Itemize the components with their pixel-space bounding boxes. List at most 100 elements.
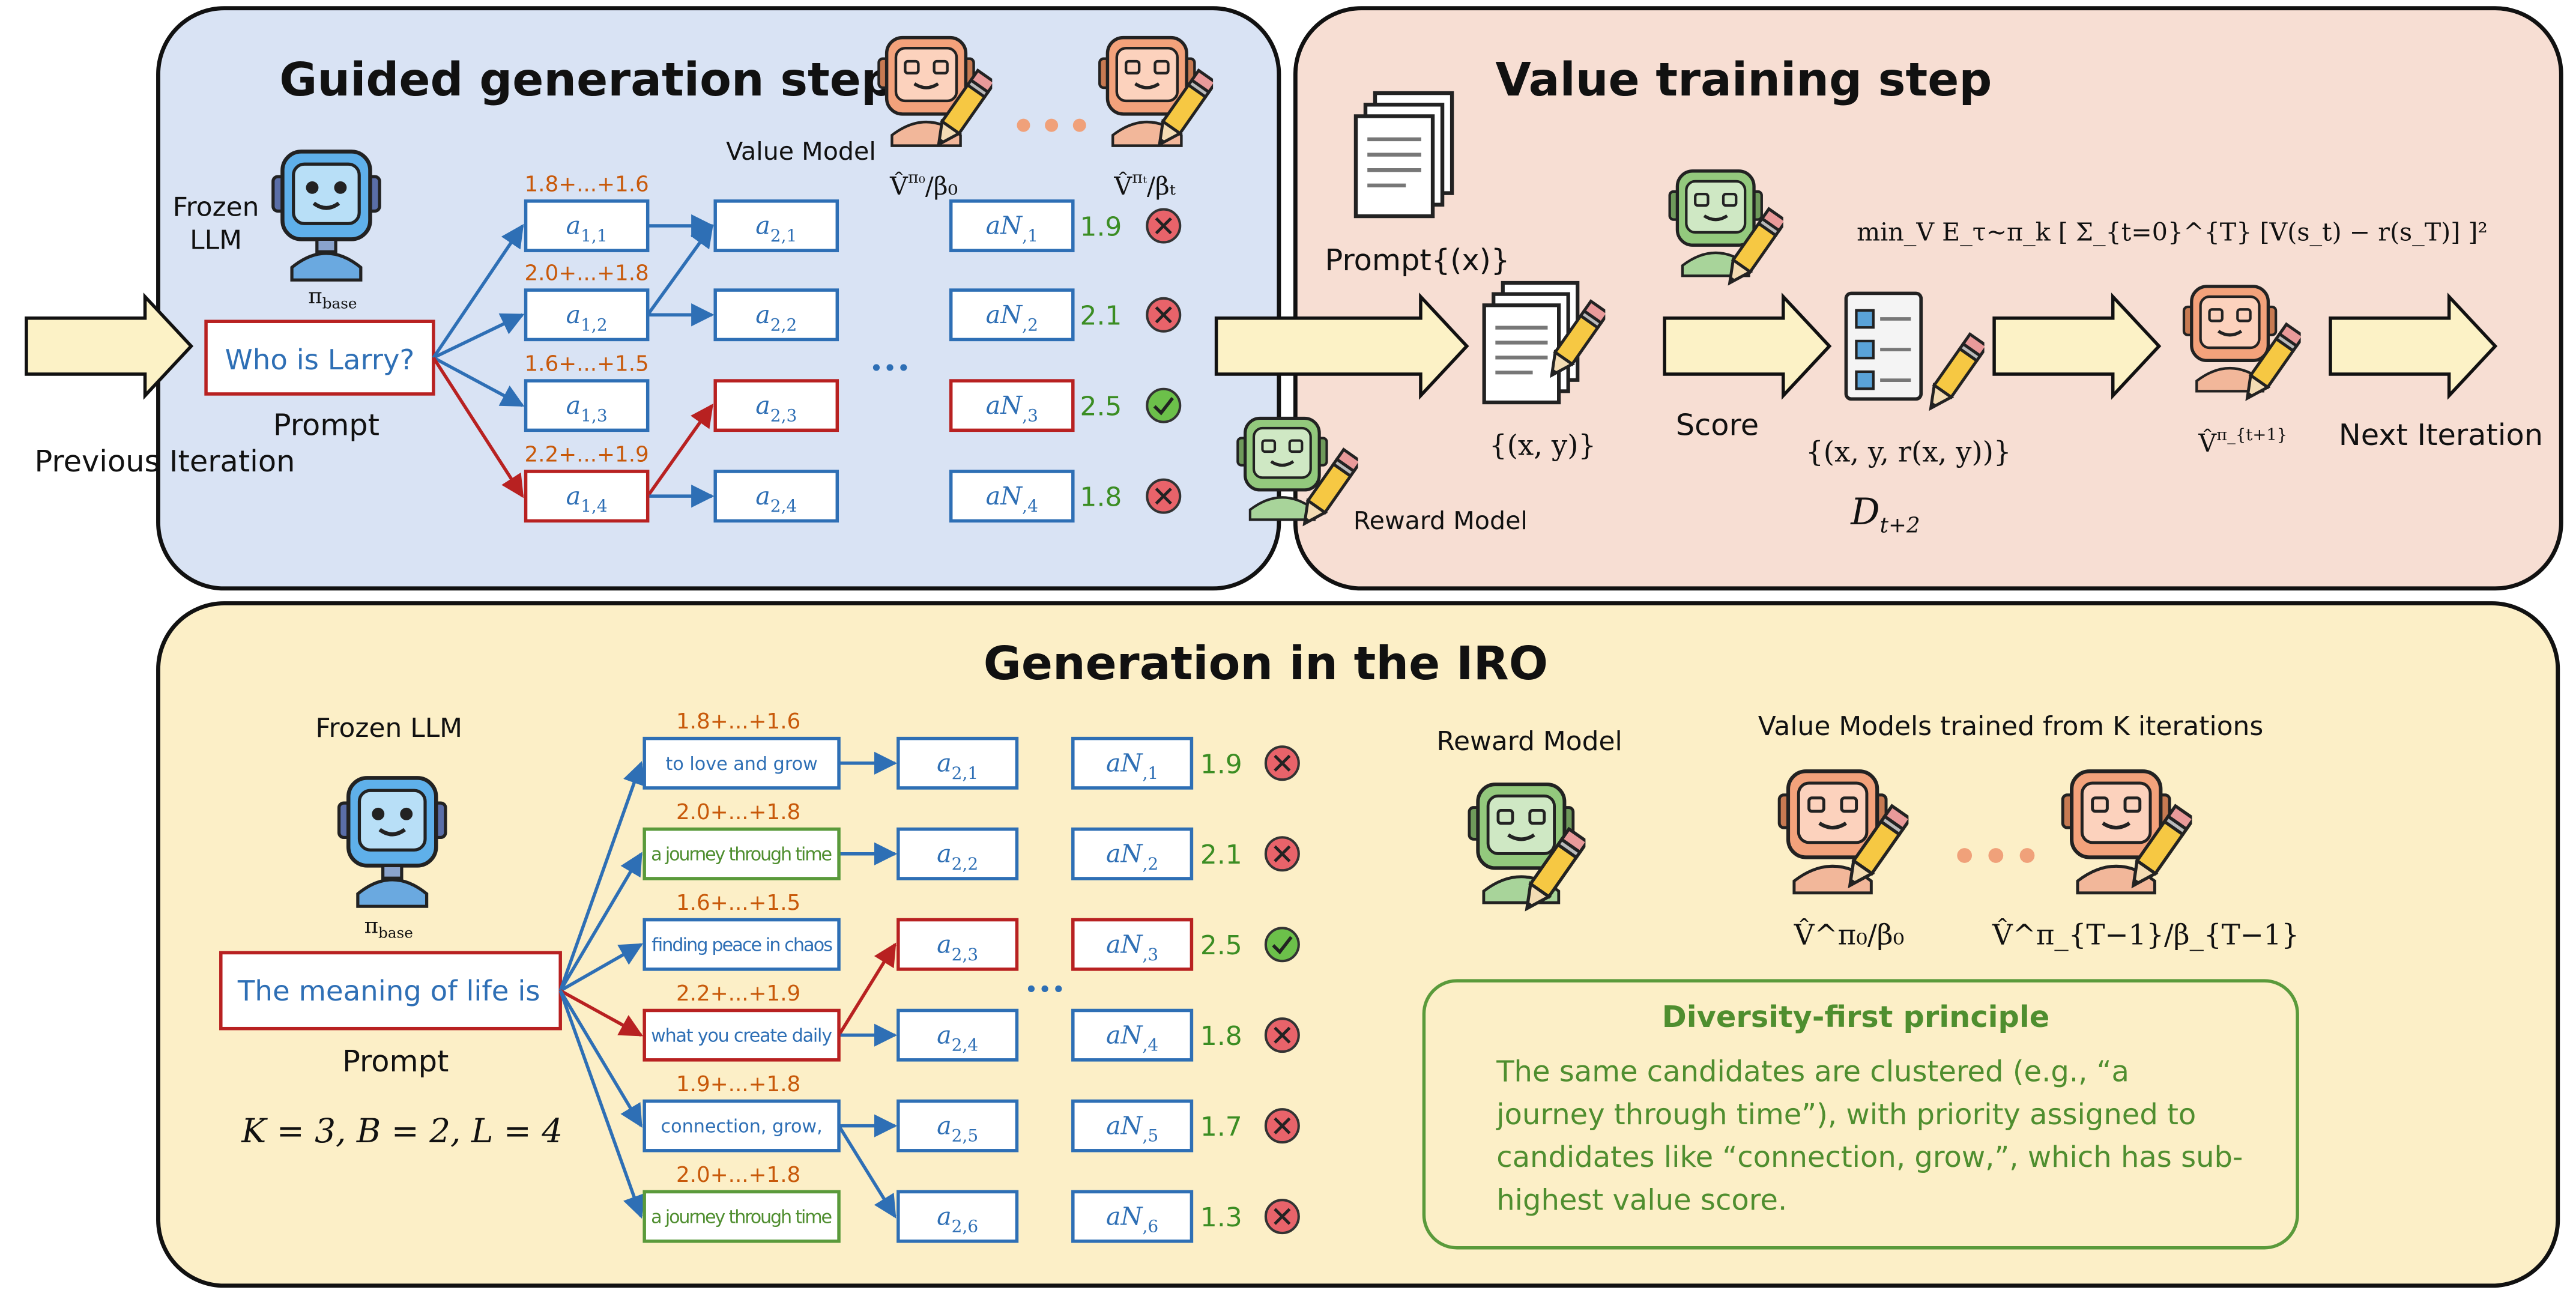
candidate-box: [1071, 1099, 1194, 1152]
next-iteration-label: Next Iteration: [2339, 417, 2543, 452]
path-prob-label: 1.8+...+1.6: [676, 709, 800, 734]
value-model-vt-label: V̂πₜ/βₜ: [1113, 169, 1176, 201]
candidate-label: a2,2: [937, 839, 978, 873]
cross-icon: [1266, 746, 1299, 780]
candidate-box: [642, 736, 841, 790]
candidate-box: [896, 736, 1019, 790]
value-score: 2.1: [1200, 840, 1242, 870]
candidate-label: a2,3: [755, 391, 797, 425]
candidate-text: finding peace in chaos: [652, 935, 833, 956]
cross-icon: [1266, 1200, 1299, 1233]
value-score: 2.1: [1080, 301, 1122, 332]
previous-iteration-arrow: [25, 292, 194, 400]
path-prob-label: 2.0+...+1.8: [676, 800, 800, 825]
value-score: 2.5: [1080, 392, 1122, 422]
value-score: 2.5: [1200, 930, 1242, 961]
tree-edge: [559, 989, 644, 1037]
candidate-box: [713, 379, 839, 432]
candidate-box: [949, 470, 1075, 523]
flow-arrow: [1214, 292, 1469, 400]
panel-title: Value training step: [1495, 53, 1992, 107]
candidate-label: a2,4: [755, 482, 797, 516]
next-value-model-label: V̂π_{t+1}: [2198, 426, 2287, 458]
tree-edge: [646, 223, 713, 316]
prompt-box: [219, 951, 562, 1031]
candidate-box: [1071, 918, 1194, 971]
candidate-label: a1,4: [566, 482, 608, 516]
reward-model-label: Reward Model: [1353, 506, 1528, 535]
value-score: 1.3: [1200, 1202, 1242, 1233]
pi-base-symbol: πbase: [364, 914, 413, 942]
cross-icon: [1147, 480, 1180, 513]
ellipsis-icon: [1957, 848, 2035, 863]
frozen-llm-label: Frozen LLM: [315, 713, 462, 743]
candidate-label: a2,1: [755, 211, 797, 246]
value-training-panel: [1293, 6, 2563, 591]
dataset-name: Dt+2: [1850, 491, 1920, 538]
path-prob-label: 2.2+...+1.9: [524, 443, 649, 467]
candidate-box: [896, 827, 1019, 880]
candidate-box: [949, 199, 1075, 252]
candidate-box: [1071, 1008, 1194, 1062]
candidate-box: [896, 918, 1019, 971]
candidate-label: aN,2: [986, 300, 1038, 335]
cross-icon: [1266, 1109, 1299, 1142]
principle-line: candidates like “connection, grow,”, whi…: [1496, 1140, 2243, 1174]
value-model-v0-label: V̂^π₀/β₀: [1794, 918, 1905, 951]
tree-edge: [837, 1125, 896, 1219]
xy-set-label: {(x, y)}: [1489, 430, 1596, 462]
candidate-label: a1,3: [566, 391, 608, 425]
checklist-icon: [1846, 293, 1921, 399]
candidate-text: what you create daily: [651, 1026, 832, 1047]
candidate-label: a2,4: [937, 1020, 978, 1055]
candidate-box: [524, 470, 650, 523]
value-model-v0-label: V̂π₀/β₀: [889, 169, 958, 201]
candidate-box: [949, 379, 1075, 432]
ellipsis-icon: [1017, 118, 1086, 132]
candidate-label: aN,6: [1106, 1202, 1158, 1236]
cross-icon: [1147, 298, 1180, 332]
candidate-box: [642, 827, 841, 880]
candidate-box: [949, 288, 1075, 342]
candidate-text: connection, grow,: [661, 1116, 823, 1137]
tree-edge: [558, 990, 646, 1219]
iro-edges: [558, 751, 898, 1219]
tree-edge: [558, 852, 643, 992]
candidate-label: aN,3: [986, 391, 1038, 425]
prompt-label: Prompt: [342, 1044, 449, 1079]
candidate-label: a2,2: [755, 300, 797, 335]
candidate-box: [713, 199, 839, 252]
candidate-box: [642, 1008, 841, 1062]
prompt-label: Prompt: [273, 408, 379, 443]
candidate-text: to love and grow: [665, 754, 817, 775]
flow-arrow: [1992, 292, 2162, 400]
value-score: 1.9: [1200, 749, 1242, 780]
principle-title: Diversity-first principle: [1662, 999, 2050, 1034]
candidate-label: aN,5: [1106, 1111, 1158, 1145]
candidate-box: [713, 470, 839, 523]
flow-arrow: [1663, 292, 1832, 400]
path-prob-label: 2.0+...+1.8: [676, 1163, 800, 1187]
score-label: Score: [1676, 408, 1759, 443]
candidate-box: [896, 1190, 1019, 1243]
next-iteration-arrow: [2329, 292, 2498, 400]
candidate-label: a2,1: [937, 749, 978, 783]
candidate-label: aN,4: [986, 482, 1038, 516]
candidate-label: aN,1: [1106, 749, 1158, 783]
objective-formula: min_V E_τ~π_k [ Σ_{t=0}^{T} [V(s_t) − r(…: [1857, 218, 2488, 247]
dataset-label: {(x, y, r(x, y))}: [1806, 437, 2012, 469]
candidate-label: a1,1: [566, 211, 608, 246]
check-icon: [1147, 389, 1180, 422]
candidate-label: aN,4: [1106, 1020, 1158, 1055]
diversity-principle-box: [1422, 979, 2299, 1250]
prompt-text: Who is Larry?: [225, 344, 415, 377]
candidate-box: [1071, 736, 1194, 790]
pi-base-symbol: πbase: [308, 284, 357, 312]
panel-title: Generation in the IRO: [984, 637, 1548, 691]
value-score: 1.7: [1200, 1112, 1242, 1142]
candidate-box: [642, 1190, 841, 1243]
reward-model-label: Reward Model: [1436, 726, 1622, 757]
